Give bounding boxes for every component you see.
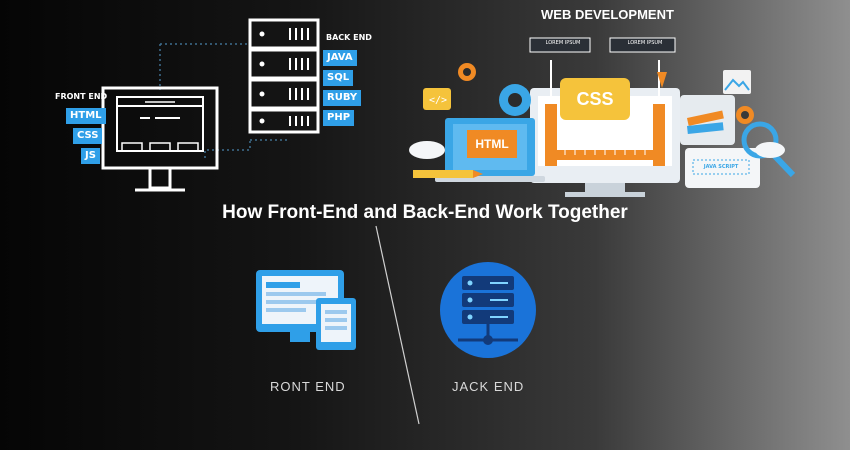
placeholder-label-2: LOREM IPSUM: [627, 40, 663, 46]
javascript-card-icon: [685, 148, 760, 188]
front-end-caption: FRONT END: [55, 92, 108, 101]
magnifier-icon: [741, 121, 779, 159]
back-end-caption: BACK END: [326, 33, 372, 42]
front-end-devices-icon: [256, 270, 356, 350]
server-rack-icon: [248, 18, 320, 134]
tag-ruby: RUBY: [323, 90, 362, 106]
illustration-graphic: </>: [409, 37, 796, 197]
tag-html: HTML: [66, 108, 106, 124]
javascript-tag: JAVA SCRIPT: [703, 164, 739, 170]
svg-text:</>: </>: [429, 95, 447, 106]
cloud-icon: [409, 141, 445, 159]
back-end-label: JACK END: [452, 379, 525, 394]
placeholder-label-1: LOREM IPSUM: [545, 40, 581, 46]
css-tag: CSS: [576, 89, 614, 109]
back-end-server-icon: [440, 262, 536, 358]
tag-sql: SQL: [323, 70, 354, 86]
tag-php: PHP: [323, 110, 355, 126]
web-development-heading: WEB DEVELOPMENT: [541, 7, 674, 22]
code-bubble-icon: [423, 88, 451, 110]
page-title: How Front-End and Back-End Work Together: [222, 202, 628, 223]
diagram-graphic: [101, 18, 320, 192]
html-tag: HTML: [475, 137, 509, 151]
image-icon: [723, 70, 751, 94]
front-end-label: RONT END: [270, 379, 346, 394]
tag-java: JAVA: [323, 50, 357, 66]
tag-css: CSS: [73, 128, 103, 144]
css-card-icon: [560, 78, 630, 120]
monitor-icon: [101, 86, 219, 192]
tag-js: JS: [81, 148, 100, 164]
